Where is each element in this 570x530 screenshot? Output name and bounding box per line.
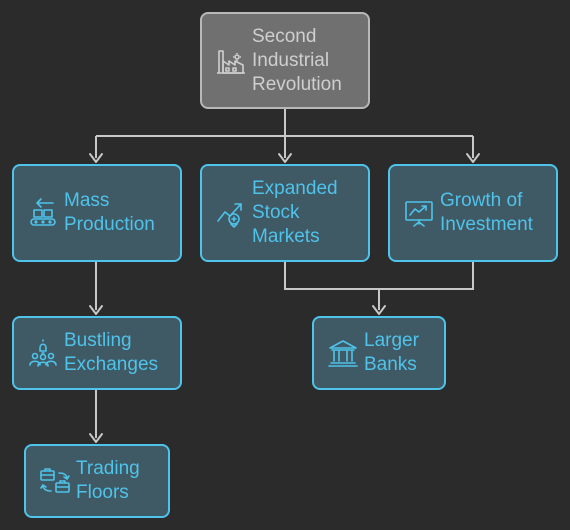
bank-icon xyxy=(326,336,360,370)
arrowhead xyxy=(466,153,480,163)
node-trading-floors: Trading Floors xyxy=(24,444,170,518)
node-label: Larger Banks xyxy=(364,330,419,375)
arrowhead xyxy=(89,153,103,163)
node-growth-of-investment: Growth of Investment xyxy=(388,164,558,262)
arrowhead xyxy=(89,433,103,443)
trending-up-icon xyxy=(214,196,248,230)
factory-icon xyxy=(214,44,248,78)
node-second-industrial-revolution: Second Industrial Revolution xyxy=(200,12,370,109)
node-label: Second Industrial Revolution xyxy=(252,25,342,95)
edge-root-to-children xyxy=(95,109,474,158)
arrowhead xyxy=(372,305,386,315)
node-label: Bustling Exchanges xyxy=(64,330,159,375)
node-larger-banks: Larger Banks xyxy=(312,316,446,390)
node-bustling-exchanges: Bustling Exchanges xyxy=(12,316,182,390)
edge-markets-investment-to-banks xyxy=(284,262,474,310)
node-label: Mass Production xyxy=(64,190,155,235)
arrowhead xyxy=(89,305,103,315)
node-label: Growth of Investment xyxy=(440,190,533,235)
node-label: Expanded Stock Markets xyxy=(252,178,338,247)
briefcase-exchange-icon xyxy=(38,464,72,498)
node-mass-production: Mass Production xyxy=(12,164,182,262)
node-expanded-stock-markets: Expanded Stock Markets xyxy=(200,164,370,262)
people-bell-icon xyxy=(26,336,60,370)
node-label: Trading Floors xyxy=(76,458,140,503)
chart-board-icon xyxy=(402,196,436,230)
arrowhead xyxy=(278,153,292,163)
conveyor-belt-icon xyxy=(26,196,60,230)
